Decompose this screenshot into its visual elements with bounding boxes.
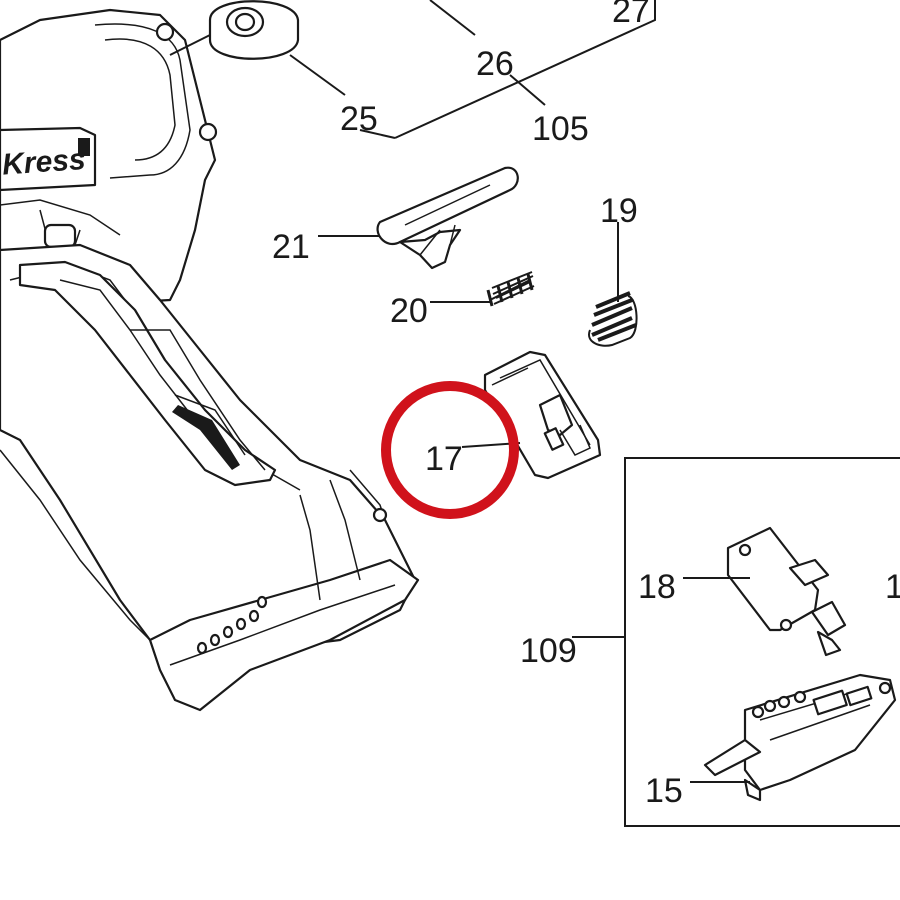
- part-18-microswitch: [726, 526, 847, 657]
- vent-holes: [196, 595, 268, 655]
- label-part-19: 19: [600, 192, 638, 230]
- label-part-21: 21: [272, 228, 310, 266]
- part-15-trigger-switch: [703, 673, 897, 802]
- part-21-lever: [376, 166, 519, 270]
- kit-109-box: [624, 457, 900, 827]
- label-part-25: 25: [340, 100, 378, 138]
- label-part-109: 109: [520, 632, 577, 670]
- label-part-26: 26: [476, 45, 514, 83]
- label-part-105: 105: [532, 110, 589, 148]
- label-part-15: 15: [645, 772, 683, 810]
- brand-logo-text: Kress: [1, 143, 87, 182]
- part-25-washer: [208, 0, 300, 60]
- part-17-highlight-circle: [381, 381, 519, 519]
- part-19-spring: [588, 291, 638, 347]
- part-20-spring: [486, 271, 535, 307]
- drill-housing: Kress: [0, 8, 420, 712]
- label-part-17: 17: [425, 440, 463, 478]
- label-part-20: 20: [390, 292, 428, 330]
- label-part-18: 18: [638, 568, 676, 606]
- label-part-1-partial: 1: [885, 568, 900, 606]
- label-part-27: 27: [612, 0, 650, 30]
